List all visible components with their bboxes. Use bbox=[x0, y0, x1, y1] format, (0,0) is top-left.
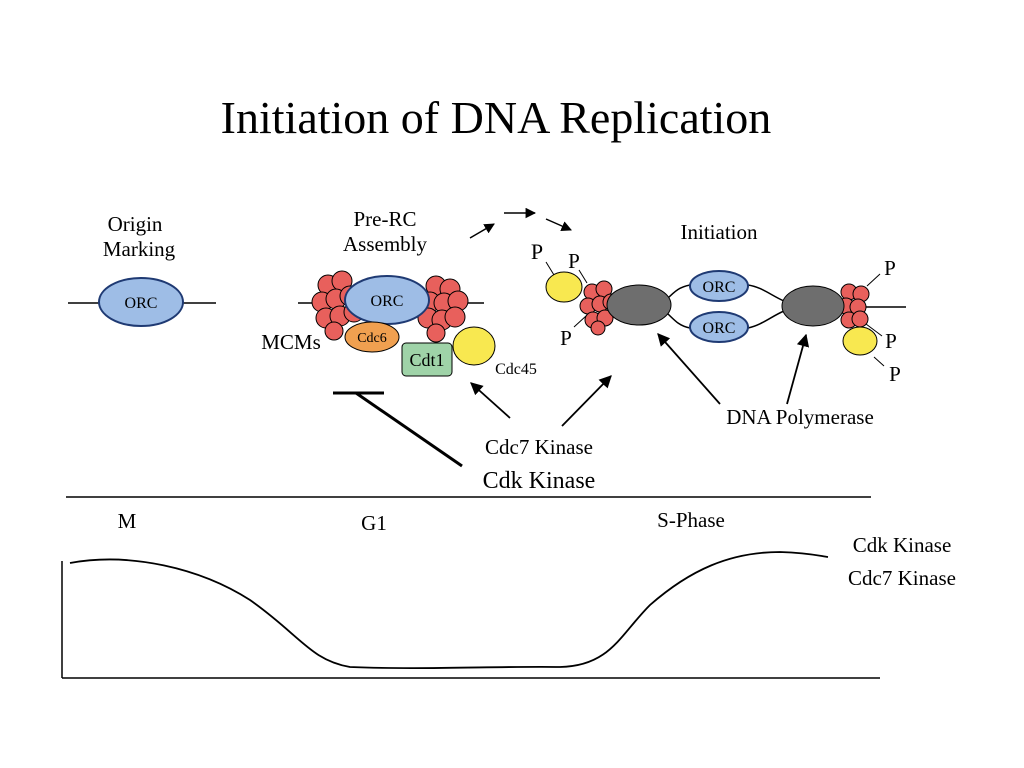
phosphate-label-5: P bbox=[885, 329, 897, 353]
phosphate-label-1: P bbox=[531, 239, 543, 264]
cdc45-initiation-left bbox=[545, 271, 583, 303]
orc-complex-initiation-bottom bbox=[689, 311, 749, 343]
cdc45-initiation-right bbox=[842, 326, 878, 356]
kinase-arrows bbox=[470, 333, 810, 427]
mcms-label: MCMs bbox=[261, 330, 321, 354]
kinase-activity-curve bbox=[69, 551, 829, 670]
cell-cycle-timeline: M G1 S-Phase Cdk Kinase Cdc7 Kinase bbox=[61, 496, 956, 679]
cdc45-protein bbox=[452, 326, 496, 366]
dna-polymerase-label: DNA Polymerase bbox=[726, 405, 874, 429]
cdk-inhibition-line bbox=[333, 391, 463, 468]
curve-label-cdc7-kinase: Cdc7 Kinase bbox=[848, 566, 956, 590]
cdt1-protein bbox=[401, 342, 453, 377]
cdt1-label: Cdt1 bbox=[409, 350, 444, 370]
orc-label-pre-rc: ORC bbox=[371, 293, 404, 310]
phase-label-s-phase: S-Phase bbox=[657, 508, 725, 532]
phosphate-label-3: P bbox=[560, 326, 572, 350]
phosphate-label-6: P bbox=[889, 362, 901, 386]
cdc7-kinase-label: Cdc7 Kinase bbox=[485, 435, 593, 459]
orc-complex-initiation-top bbox=[689, 270, 749, 302]
arrow-to-polymerase-right bbox=[786, 333, 810, 405]
cdk-kinase-label: Cdk Kinase bbox=[483, 468, 596, 494]
arrow-to-cdc45 bbox=[470, 382, 511, 419]
pre-rc-label-line2: Assembly bbox=[343, 232, 428, 256]
arrow-to-initiation bbox=[561, 375, 612, 427]
orc-label-initiation-top: ORC bbox=[703, 279, 736, 296]
cdc6-protein bbox=[344, 321, 400, 353]
stage-pre-rc-assembly: Pre-RC Assembly ORC Cdc6 Cdt1 MCMs Cdc45 bbox=[261, 207, 537, 378]
pre-rc-label-line1: Pre-RC bbox=[354, 207, 417, 231]
phosphate-label-2: P bbox=[568, 249, 580, 273]
slide-title: Initiation of DNA Replication bbox=[221, 92, 772, 143]
dna-polymerase-left bbox=[606, 284, 672, 326]
phase-label-m: M bbox=[118, 509, 137, 533]
progression-arrows bbox=[469, 207, 572, 239]
origin-marking-label-line2: Marking bbox=[103, 237, 176, 261]
mcm-cluster-initiation-right bbox=[837, 283, 870, 329]
phosphate-label-4: P bbox=[884, 256, 896, 280]
orc-complex-origin bbox=[98, 277, 184, 327]
stage-origin-marking: Origin Marking ORC bbox=[68, 212, 216, 327]
phase-label-g1: G1 bbox=[361, 511, 387, 535]
initiation-label: Initiation bbox=[681, 220, 758, 244]
arrow-to-polymerase-left bbox=[657, 333, 721, 405]
cdc45-label: Cdc45 bbox=[495, 361, 537, 378]
cdc6-label: Cdc6 bbox=[357, 331, 387, 346]
dna-polymerase-right bbox=[781, 285, 845, 327]
origin-marking-label-line1: Origin bbox=[108, 212, 163, 236]
orc-label-initiation-bottom: ORC bbox=[703, 320, 736, 337]
phosphate-connectors bbox=[545, 261, 885, 367]
curve-label-cdk-kinase: Cdk Kinase bbox=[853, 533, 952, 557]
orc-label-origin: ORC bbox=[125, 295, 158, 312]
stage-initiation: Initiation ORC ORC bbox=[531, 220, 906, 429]
